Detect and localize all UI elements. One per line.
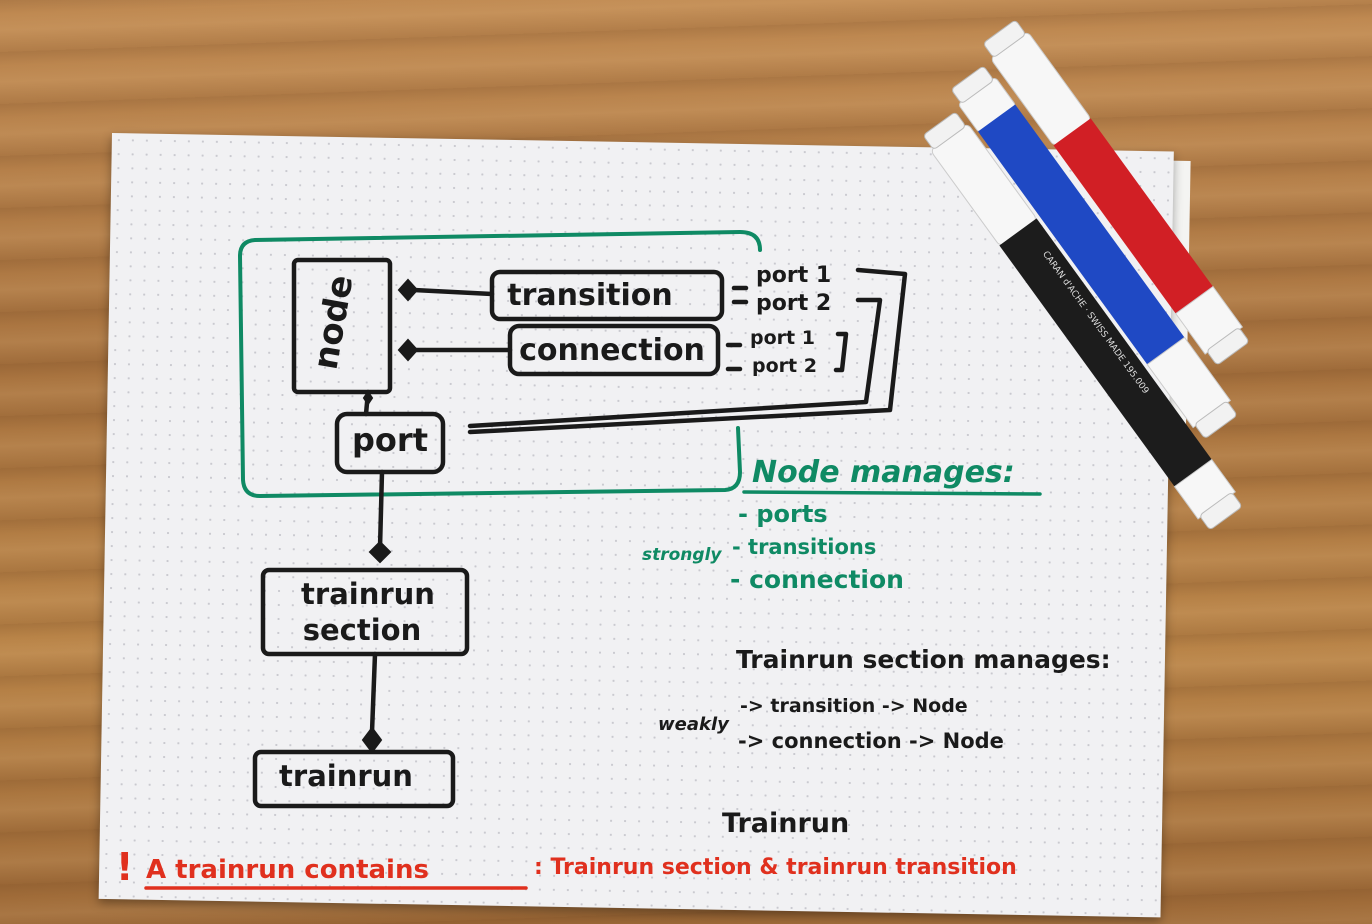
diamond-marker [361, 726, 383, 754]
node-manages-item: - ports [738, 500, 828, 528]
section-manages-title: Trainrun section manages: [736, 645, 1111, 674]
node-manages-underline [742, 490, 1042, 496]
transition-port2-label: port 2 [756, 291, 831, 316]
transition-port2-bracket [467, 297, 883, 429]
port-section-link [377, 469, 385, 551]
trainrun-section-label-line1: trainrun [301, 577, 435, 611]
footer-rest: : Trainrun section & trainrun transition [534, 855, 1017, 880]
transition-port1-label: port 1 [756, 263, 831, 288]
node-manages-title: Node manages: [752, 455, 1015, 490]
diamond-marker [362, 390, 374, 406]
section-trainrun-link [369, 651, 378, 735]
trainrun-label: trainrun [279, 759, 413, 793]
transition-port1-bracket [467, 267, 908, 435]
node-manages-item: - connection [730, 565, 904, 594]
node-managed-boundary [237, 229, 762, 499]
footer-underlined: A trainrun contains [146, 855, 429, 885]
node-transition-link [411, 287, 495, 297]
section-manages-item: -> connection -> Node [738, 729, 1004, 753]
node-box [291, 257, 393, 395]
transition-label: transition [507, 278, 672, 313]
port-label: port [352, 421, 428, 459]
trainrun-box [252, 749, 456, 809]
blue-marker [952, 66, 1237, 438]
trainrun-section-box [260, 567, 470, 657]
section-manages-item: -> transition -> Node [740, 695, 968, 717]
node-label: node [306, 272, 362, 372]
connection-port-bracket [833, 331, 849, 373]
black-marker: CARAN d'ACHE · SWISS MADE 195.009 [924, 112, 1242, 530]
diamond-marker [397, 278, 419, 302]
connection-label: connection [519, 333, 705, 368]
port-box [334, 411, 446, 475]
diamond-marker [368, 540, 392, 564]
node-manages-item: - transitions [732, 535, 876, 559]
footer-bang: ! [116, 845, 133, 889]
connection-port2-label: port 2 [752, 355, 817, 377]
diamond-marker [397, 338, 419, 362]
connection-port1-label: port 1 [750, 327, 815, 349]
trainrun-section-label-line2: section [303, 613, 422, 647]
weakly-label: weakly [658, 714, 730, 735]
strongly-label: strongly [642, 545, 722, 565]
red-marker [984, 20, 1249, 365]
trainrun-heading: Trainrun [722, 808, 849, 839]
